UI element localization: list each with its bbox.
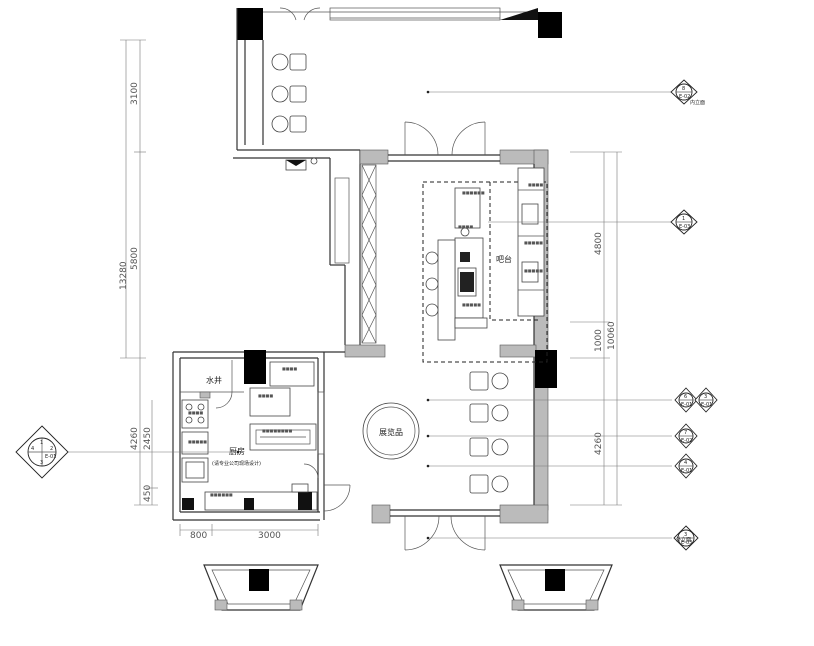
bottom-entrance-door — [404, 515, 486, 551]
svg-text:■■■■: ■■■■ — [282, 366, 297, 371]
dimensions-right: 4800 1000 10060 4260 — [570, 151, 622, 506]
callout-sheet: E-02 — [681, 438, 692, 444]
callout-label: 外立面 — [676, 536, 691, 543]
dim-right-mid: 1000 — [594, 329, 604, 352]
svg-text:■■■■■■■■: ■■■■■■■■ — [262, 428, 292, 433]
callout-4: 4 E-01 — [674, 453, 698, 479]
kitchen: 水井 ■■■■ ■■■■■ ■■■■ ■■■■ ■■■■■■■■ ■■■■■■ … — [172, 350, 351, 521]
bar-zone-outline — [422, 181, 548, 363]
column — [237, 8, 263, 40]
callout-compass-left: 1 2 3 4 E-01 — [15, 425, 69, 479]
svg-text:■■■■■■: ■■■■■■ — [210, 492, 233, 497]
dim-bottom-left: 800 — [190, 531, 207, 541]
callout-bottom-right: 3 E-03 外立面 — [673, 525, 699, 551]
callout-label: 内立面 — [690, 99, 705, 106]
svg-text:■■■■■: ■■■■■ — [524, 268, 543, 273]
callout-num: 4 — [31, 446, 34, 452]
callout-pair: 6 E-01 3 E-01 — [674, 387, 718, 413]
top-door-mark — [500, 8, 538, 20]
callout-sheet: E-01 — [701, 402, 712, 408]
svg-text:■■■■■: ■■■■■ — [462, 302, 481, 307]
kitchen-label: 厨房 — [229, 446, 245, 456]
dimensions-bottom: 800 3000 — [179, 524, 319, 541]
column — [538, 12, 562, 38]
window-bay-right — [499, 564, 613, 611]
dim-right-total: 10060 — [607, 321, 617, 350]
dim-right-bottom: 4260 — [594, 432, 604, 455]
callout-num: 6 — [684, 394, 687, 400]
svg-text:■■■■■: ■■■■■ — [524, 240, 543, 245]
svg-text:■■■■: ■■■■ — [188, 410, 203, 415]
callout-num: 3 — [704, 394, 707, 400]
callout-num: 3 — [40, 460, 43, 466]
svg-text:■■■■: ■■■■ — [528, 182, 543, 187]
dim-left-total: 13280 — [119, 261, 129, 290]
callout-sheet: E-01 — [681, 468, 692, 474]
column — [535, 350, 557, 388]
callout-num: 3 — [684, 532, 687, 538]
callout-bar-elevation: 1 E-03 — [670, 209, 698, 235]
bar-stools — [425, 251, 439, 317]
window-bay-left — [203, 564, 319, 611]
dim-right-top: 4800 — [594, 232, 604, 255]
bar-label: 吧台 — [496, 254, 512, 264]
kitchen-note: (请专业公司现场设计) — [212, 460, 261, 467]
callout-sheet: E-01 — [681, 402, 692, 408]
dim-left-mid: 5800 — [130, 247, 140, 270]
dim-kitchen-a: 2450 — [143, 427, 153, 450]
callout-sheet: E-02 — [679, 94, 690, 100]
display-table-label: 展览品 — [379, 427, 403, 437]
callout-num: 8 — [682, 86, 685, 92]
top-corridor — [233, 7, 562, 171]
svg-text:■■■■■: ■■■■■ — [188, 439, 207, 444]
dining-seating — [469, 371, 509, 494]
dim-left-bottom: 4260 — [130, 427, 140, 450]
callout-leaders — [42, 90, 674, 540]
dim-kitchen-b: 450 — [143, 485, 153, 502]
dim-left-top: 3100 — [130, 82, 140, 105]
callout-num: 7 — [684, 430, 687, 436]
callout-sheet: E-03 — [679, 224, 690, 230]
svg-text:■■■■: ■■■■ — [258, 393, 273, 398]
column — [244, 350, 266, 384]
top-entrance-door — [404, 121, 486, 156]
bench-seats — [271, 53, 307, 133]
water-well-label: 水井 — [206, 375, 222, 385]
svg-text:■■■■: ■■■■ — [458, 224, 473, 229]
callout-num: 1 — [40, 440, 43, 446]
bar-area: ■■■■ ■■■■■■ ■■■■ ■■■■■ ■■■■■ ■■■■■ 吧台 — [422, 167, 548, 363]
callout-sheet: E-01 — [45, 454, 56, 460]
callout-num: 2 — [50, 446, 53, 452]
dimensions-left: 13280 3100 5800 4260 2450 450 — [119, 39, 158, 506]
svg-text:■■■■■■: ■■■■■■ — [462, 190, 485, 195]
callout-num: 1 — [682, 216, 685, 222]
callout-top-right: 8 E-02 内立面 — [670, 79, 705, 106]
callout-7: 7 E-02 — [674, 423, 698, 449]
callout-num: 4 — [684, 460, 687, 466]
display-table: 展览品 — [362, 402, 420, 460]
dim-bottom-right: 3000 — [258, 531, 281, 541]
callout-sheet: E-03 — [681, 540, 692, 546]
